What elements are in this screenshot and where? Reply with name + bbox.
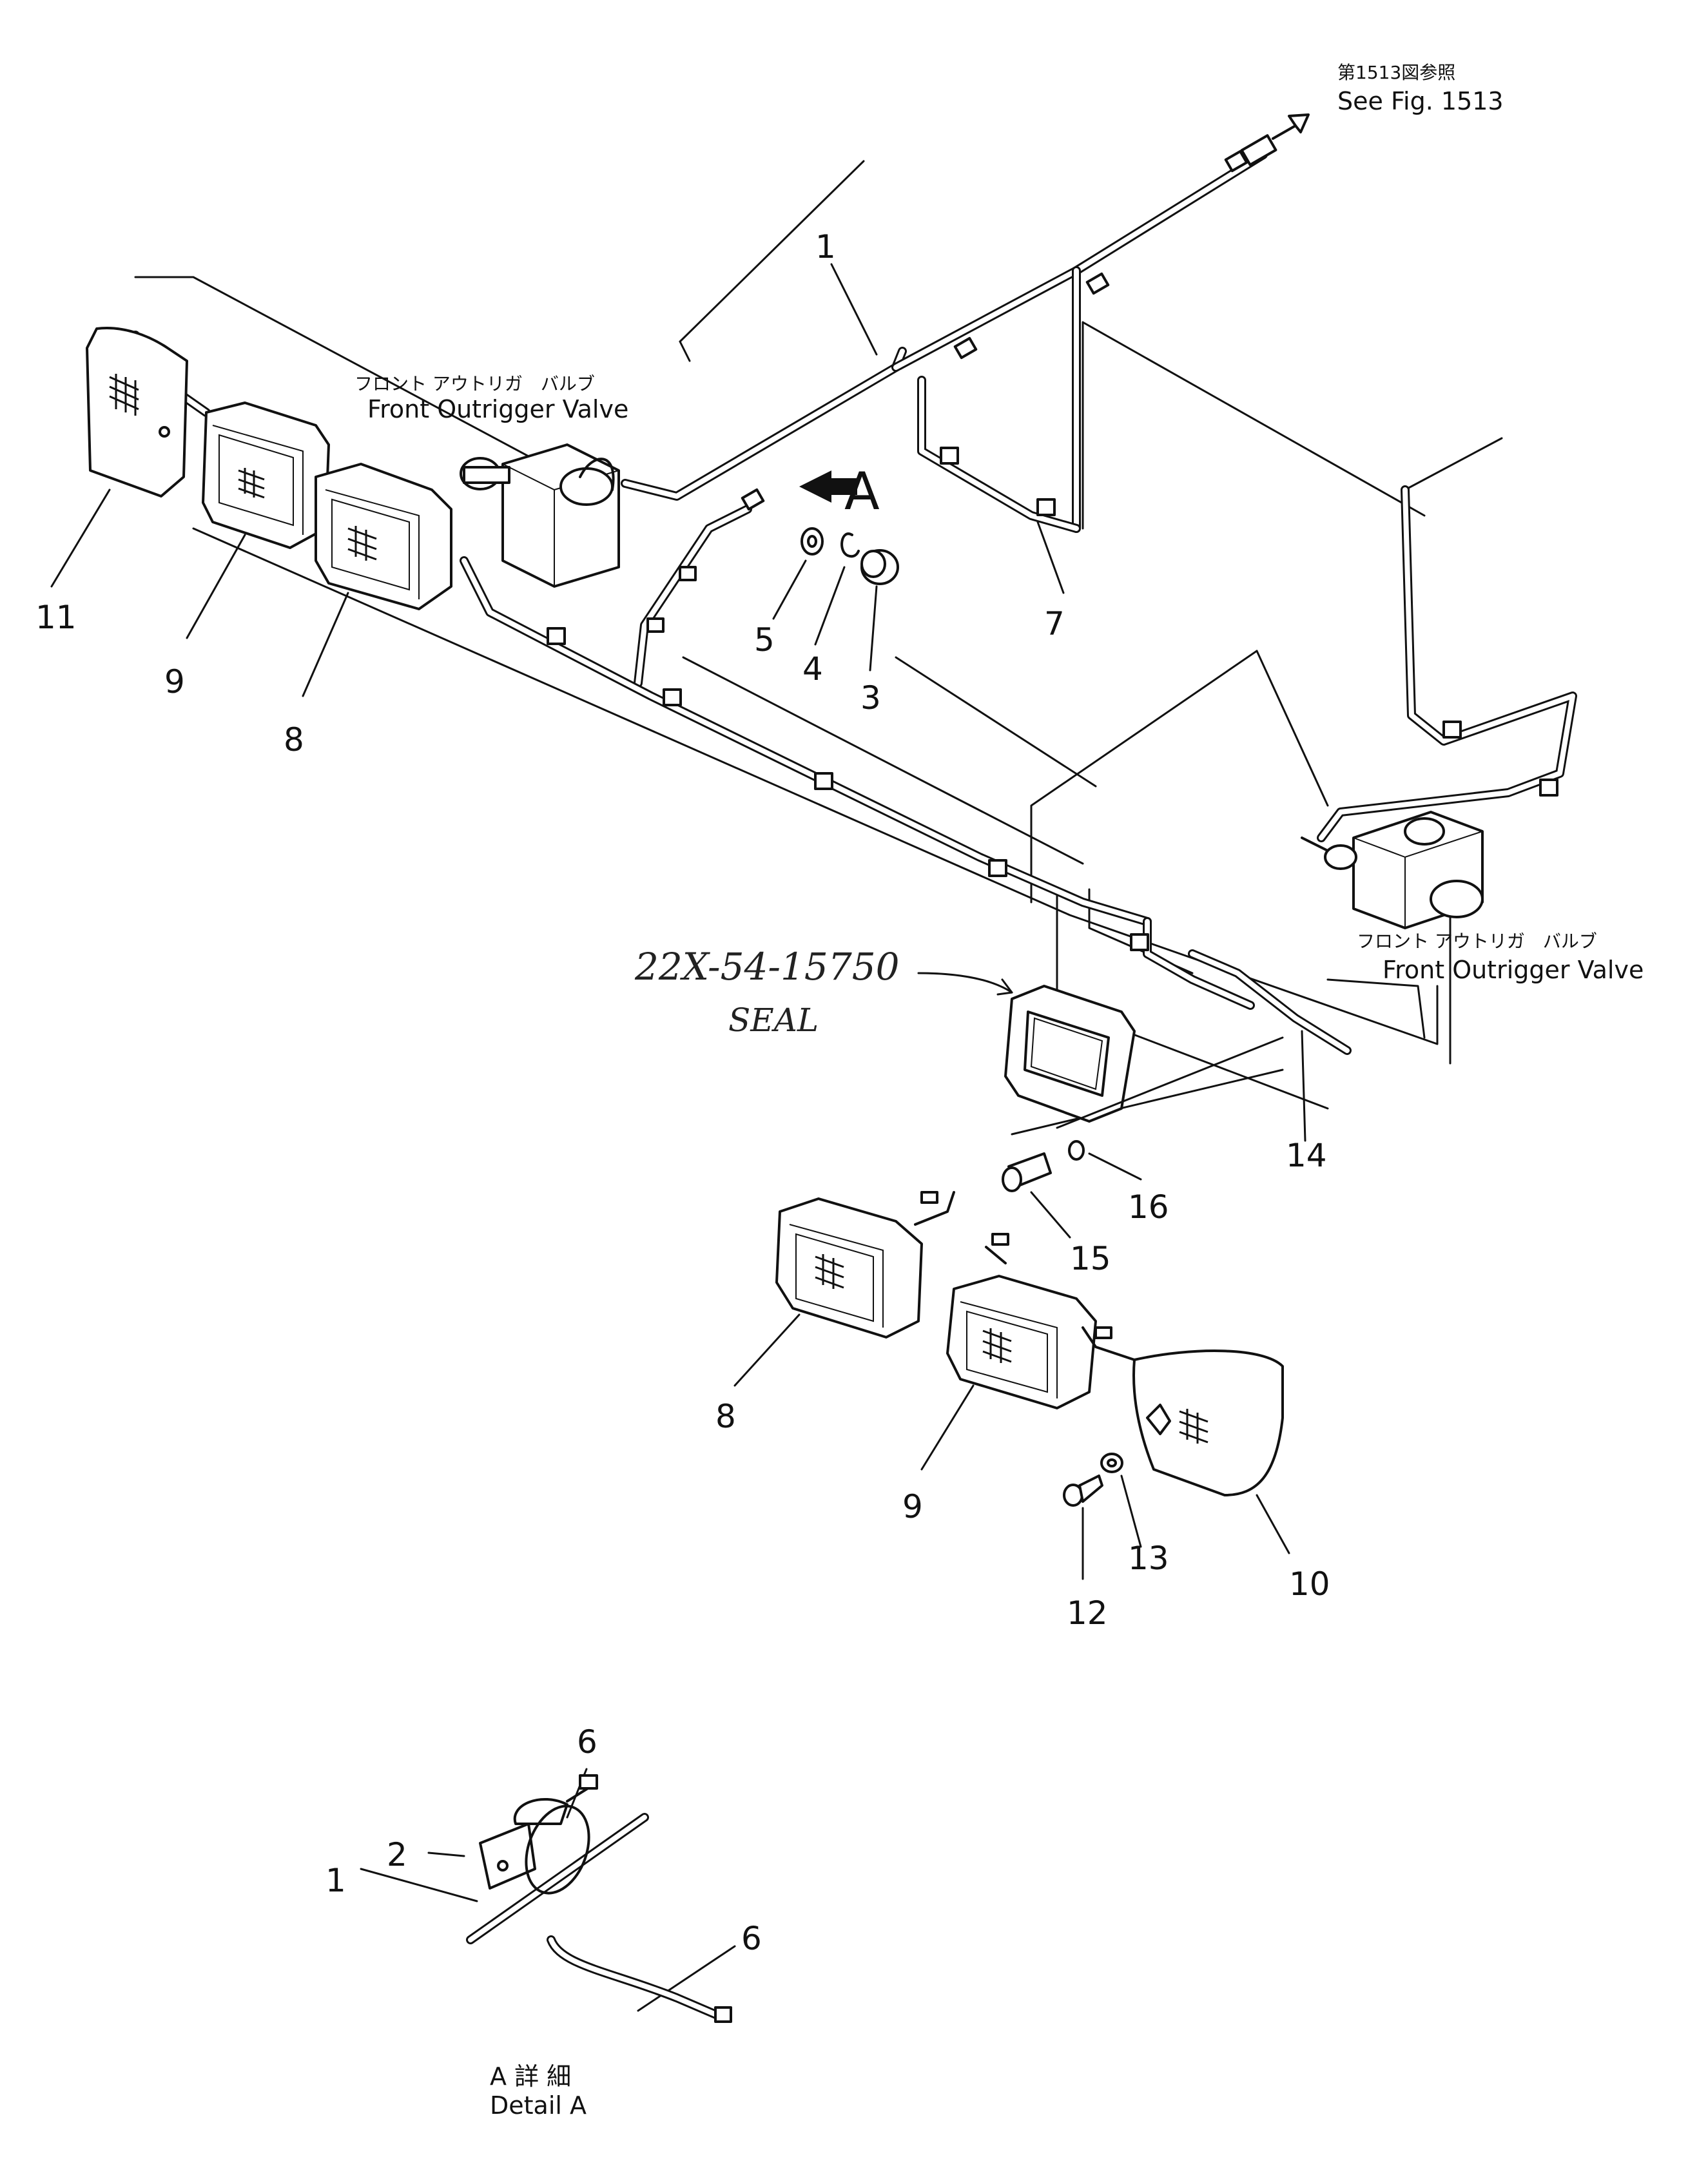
callout-12: 12 [1067, 1594, 1108, 1632]
washer-5 [801, 527, 824, 556]
lamp-11-left [86, 327, 188, 498]
bolt-15 [1002, 1152, 1052, 1192]
fig-ref-en: See Fig. 1513 [1337, 87, 1504, 115]
callout-10: 10 [1289, 1565, 1330, 1603]
screw-12 [1063, 1475, 1103, 1507]
callout-16: 16 [1128, 1188, 1169, 1226]
front-outrigger-valve-right [1301, 811, 1484, 929]
fig-ref-jp: 第1513図参照 [1337, 62, 1455, 83]
detail-caption-jp: A 詳 細 [490, 2062, 571, 2091]
nut-3 [860, 549, 899, 585]
leader-lines [50, 263, 1306, 2012]
callout-9-right: 9 [902, 1488, 923, 1525]
callout-3: 3 [860, 679, 881, 717]
valve-label-right-jp: フロント アウトリガ バルブ [1357, 931, 1597, 952]
handwritten-seal-word: SEAL [728, 1001, 819, 1039]
callout-9-left: 9 [164, 663, 185, 701]
handwritten-part-number: 22X-54-15750 [634, 945, 900, 989]
valve-label-left-jp: フロント アウトリガ バルブ [354, 373, 595, 394]
lamp-9-left [202, 401, 330, 549]
valve-label-left-en: Front Outrigger Valve [367, 395, 628, 423]
detail-a-drawing [466, 1774, 732, 2023]
callout-8-left: 8 [284, 721, 304, 759]
callout-5: 5 [754, 621, 775, 659]
lamp-9-right [946, 1233, 1097, 1409]
valve-label-right-en: Front Outrigger Valve [1383, 956, 1644, 984]
callout-6-bottom: 6 [741, 1920, 762, 1957]
detail-caption-en: Detail A [490, 2091, 587, 2120]
callout-4: 4 [802, 650, 823, 688]
washer-13 [1100, 1453, 1123, 1473]
callout-7: 7 [1044, 605, 1065, 643]
callout-15: 15 [1070, 1240, 1111, 1277]
callout-11: 11 [35, 599, 77, 636]
washer-16 [1068, 1140, 1085, 1161]
callout-2: 2 [387, 1836, 407, 1873]
snap-ring-4 [840, 532, 860, 558]
lamp-8-right [775, 1191, 955, 1339]
arrow-a-icon [799, 470, 857, 503]
lamp-8-left [315, 463, 452, 610]
wiring-harness [131, 113, 1577, 1055]
detail-pointer-label: A [844, 461, 880, 521]
front-outrigger-valve-left [460, 443, 620, 588]
callout-14: 14 [1286, 1137, 1327, 1174]
callout-13: 13 [1128, 1540, 1169, 1577]
seal-gasket [1004, 985, 1136, 1123]
lamp-10-right [1082, 1326, 1284, 1496]
callout-1-detail: 1 [325, 1862, 346, 1899]
callout-6-top: 6 [577, 1723, 597, 1761]
callout-8-right: 8 [715, 1398, 736, 1435]
callout-1: 1 [815, 228, 836, 266]
